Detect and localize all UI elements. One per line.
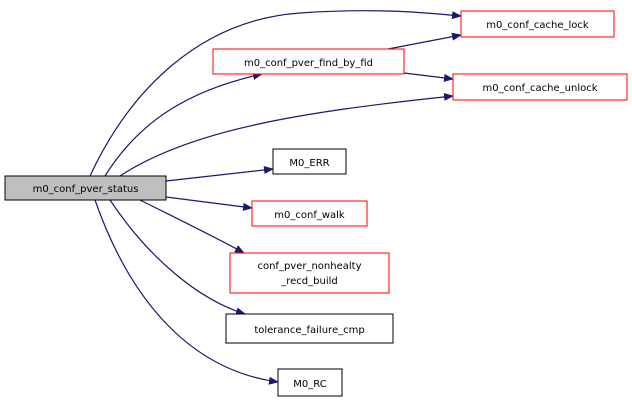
edge-root-to-conf-walk: [165, 196, 253, 211]
node-label-line2: _recd_build: [280, 276, 337, 287]
node-label: m0_conf_cache_unlock: [482, 83, 597, 94]
node-m0-err[interactable]: M0_ERR: [272, 148, 347, 175]
node-find-by-fid[interactable]: m0_conf_pver_find_by_fid: [212, 48, 405, 75]
node-label: m0_conf_pver_status: [33, 184, 139, 195]
edge-root-to-find-by-fid: [104, 72, 263, 177]
node-label: tolerance_failure_cmp: [254, 325, 364, 336]
node-root[interactable]: m0_conf_pver_status: [4, 175, 167, 201]
node-label-line1: conf_pver_nonhealty: [257, 261, 361, 272]
edge-find-by-fid-to-cache-unlock: [403, 72, 454, 82]
nodes-layer: m0_conf_pver_status m0_conf_cache_lock m…: [4, 10, 628, 397]
node-cache-unlock[interactable]: m0_conf_cache_unlock: [452, 73, 628, 101]
edge-root-to-tolerance: [109, 199, 246, 316]
node-label: m0_conf_cache_lock: [486, 20, 589, 31]
edges-layer: [89, 10, 462, 385]
node-cache-lock[interactable]: m0_conf_cache_lock: [460, 10, 615, 38]
node-m0-rc[interactable]: M0_RC: [277, 368, 343, 397]
edge-root-to-m0-rc: [94, 199, 279, 385]
node-label: M0_RC: [293, 379, 326, 390]
edge-root-to-cache-unlock: [119, 92, 454, 177]
node-label: m0_conf_pver_find_by_fid: [244, 58, 373, 69]
node-conf-walk[interactable]: m0_conf_walk: [251, 200, 368, 227]
node-tolerance[interactable]: tolerance_failure_cmp: [225, 313, 394, 344]
node-label: m0_conf_walk: [274, 210, 345, 221]
edge-root-to-nonhealty: [139, 199, 245, 254]
edge-root-to-cache-lock: [89, 10, 462, 177]
node-nonhealty[interactable]: conf_pver_nonhealty _recd_build: [229, 252, 390, 294]
edge-find-by-fid-to-cache-lock: [387, 32, 462, 50]
edge-root-to-m0-err: [165, 166, 274, 182]
node-label: M0_ERR: [289, 158, 329, 169]
